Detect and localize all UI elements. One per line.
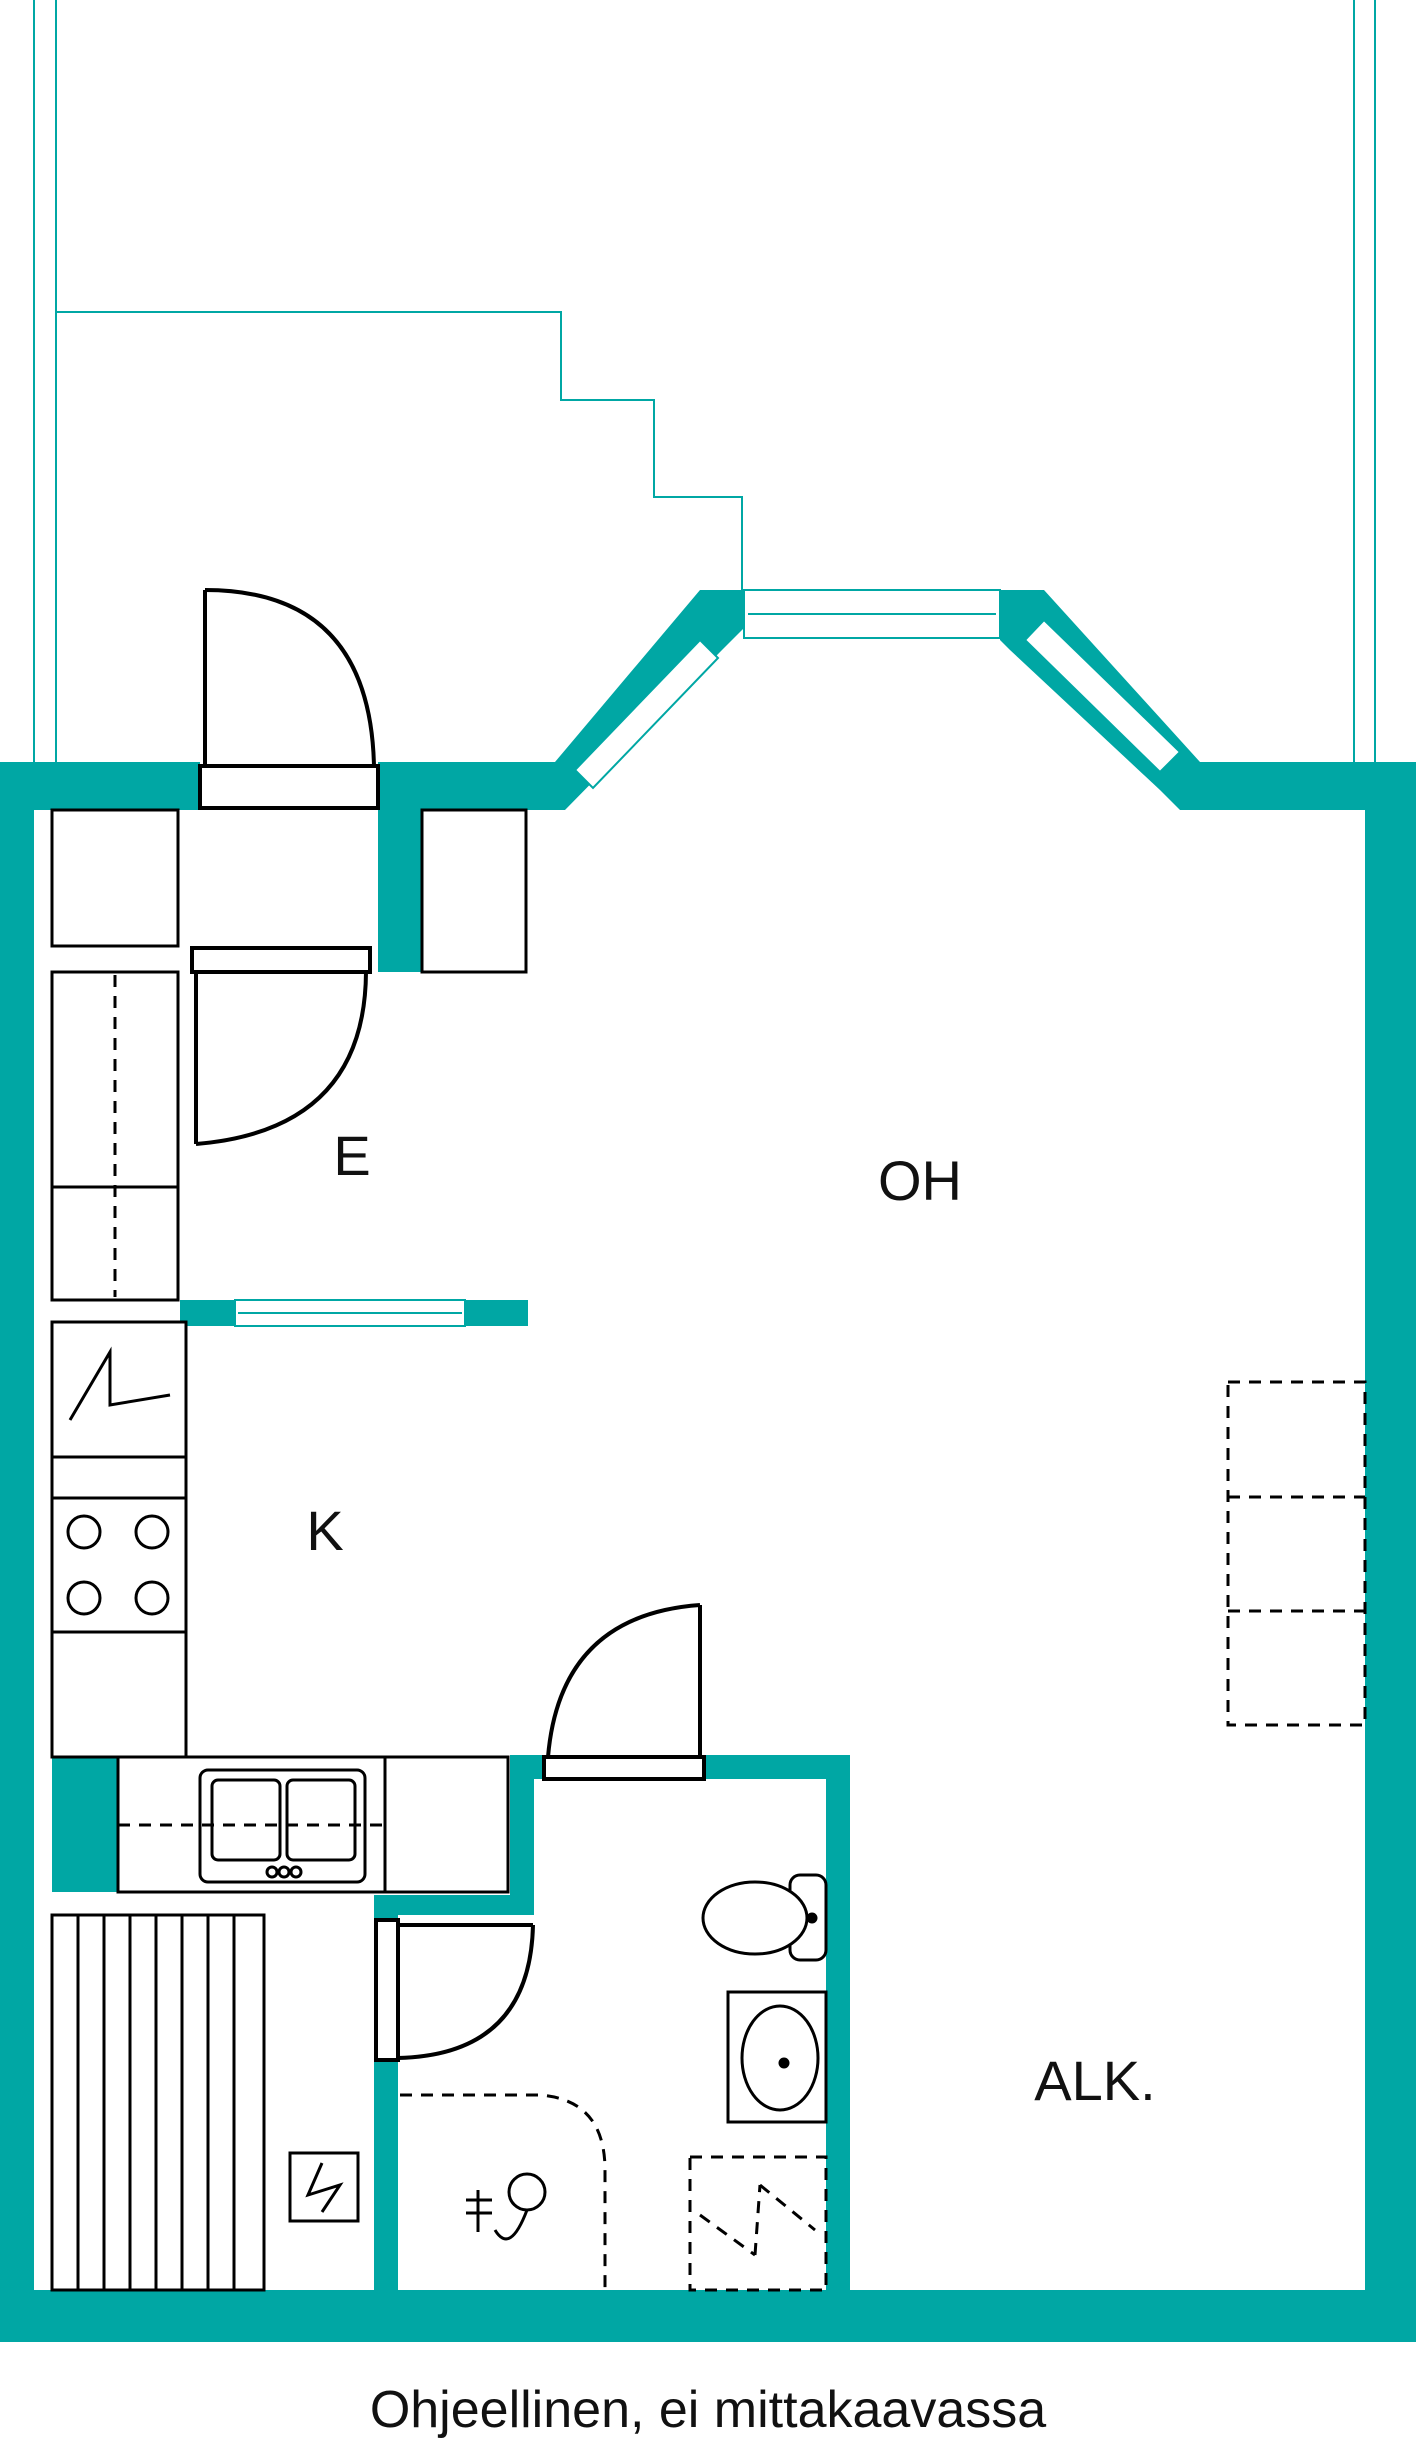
balcony-outline [33, 0, 1376, 762]
door-swing-icon [190, 946, 372, 1146]
door-swing-icon [198, 588, 380, 810]
sauna [50, 1913, 607, 2292]
windows [234, 589, 1182, 1327]
room-label-alkovi: ALK. [1034, 2049, 1155, 2112]
doors [190, 588, 706, 2062]
door-swing-icon [374, 1918, 535, 2062]
room-label-eteinen: E [333, 1124, 370, 1187]
closet-left [50, 808, 180, 948]
floor-drain-icon [466, 2172, 547, 2241]
toilet-icon [701, 1873, 828, 1962]
shower-icon [688, 2155, 828, 2292]
room-label-olohuone: OH [878, 1149, 962, 1212]
door-swing-icon [542, 1603, 706, 1781]
electric-icon [288, 2151, 360, 2223]
stove-icon [50, 1496, 188, 1634]
alcove-storage [1226, 1380, 1367, 1727]
kitchen [50, 1320, 510, 1894]
bathroom [688, 1873, 828, 2292]
washbasin-icon [726, 1990, 828, 2124]
shower-curtain [400, 2093, 607, 2290]
electric-icon [68, 1346, 171, 1421]
room-label-keittio: K [306, 1499, 343, 1562]
sauna-bench-icon [50, 1913, 266, 2292]
plan-caption: Ohjeellinen, ei mittakaavassa [369, 2381, 1047, 2439]
closet-right [420, 808, 528, 974]
entry-storage [50, 808, 528, 1302]
fridge [50, 1320, 188, 1459]
